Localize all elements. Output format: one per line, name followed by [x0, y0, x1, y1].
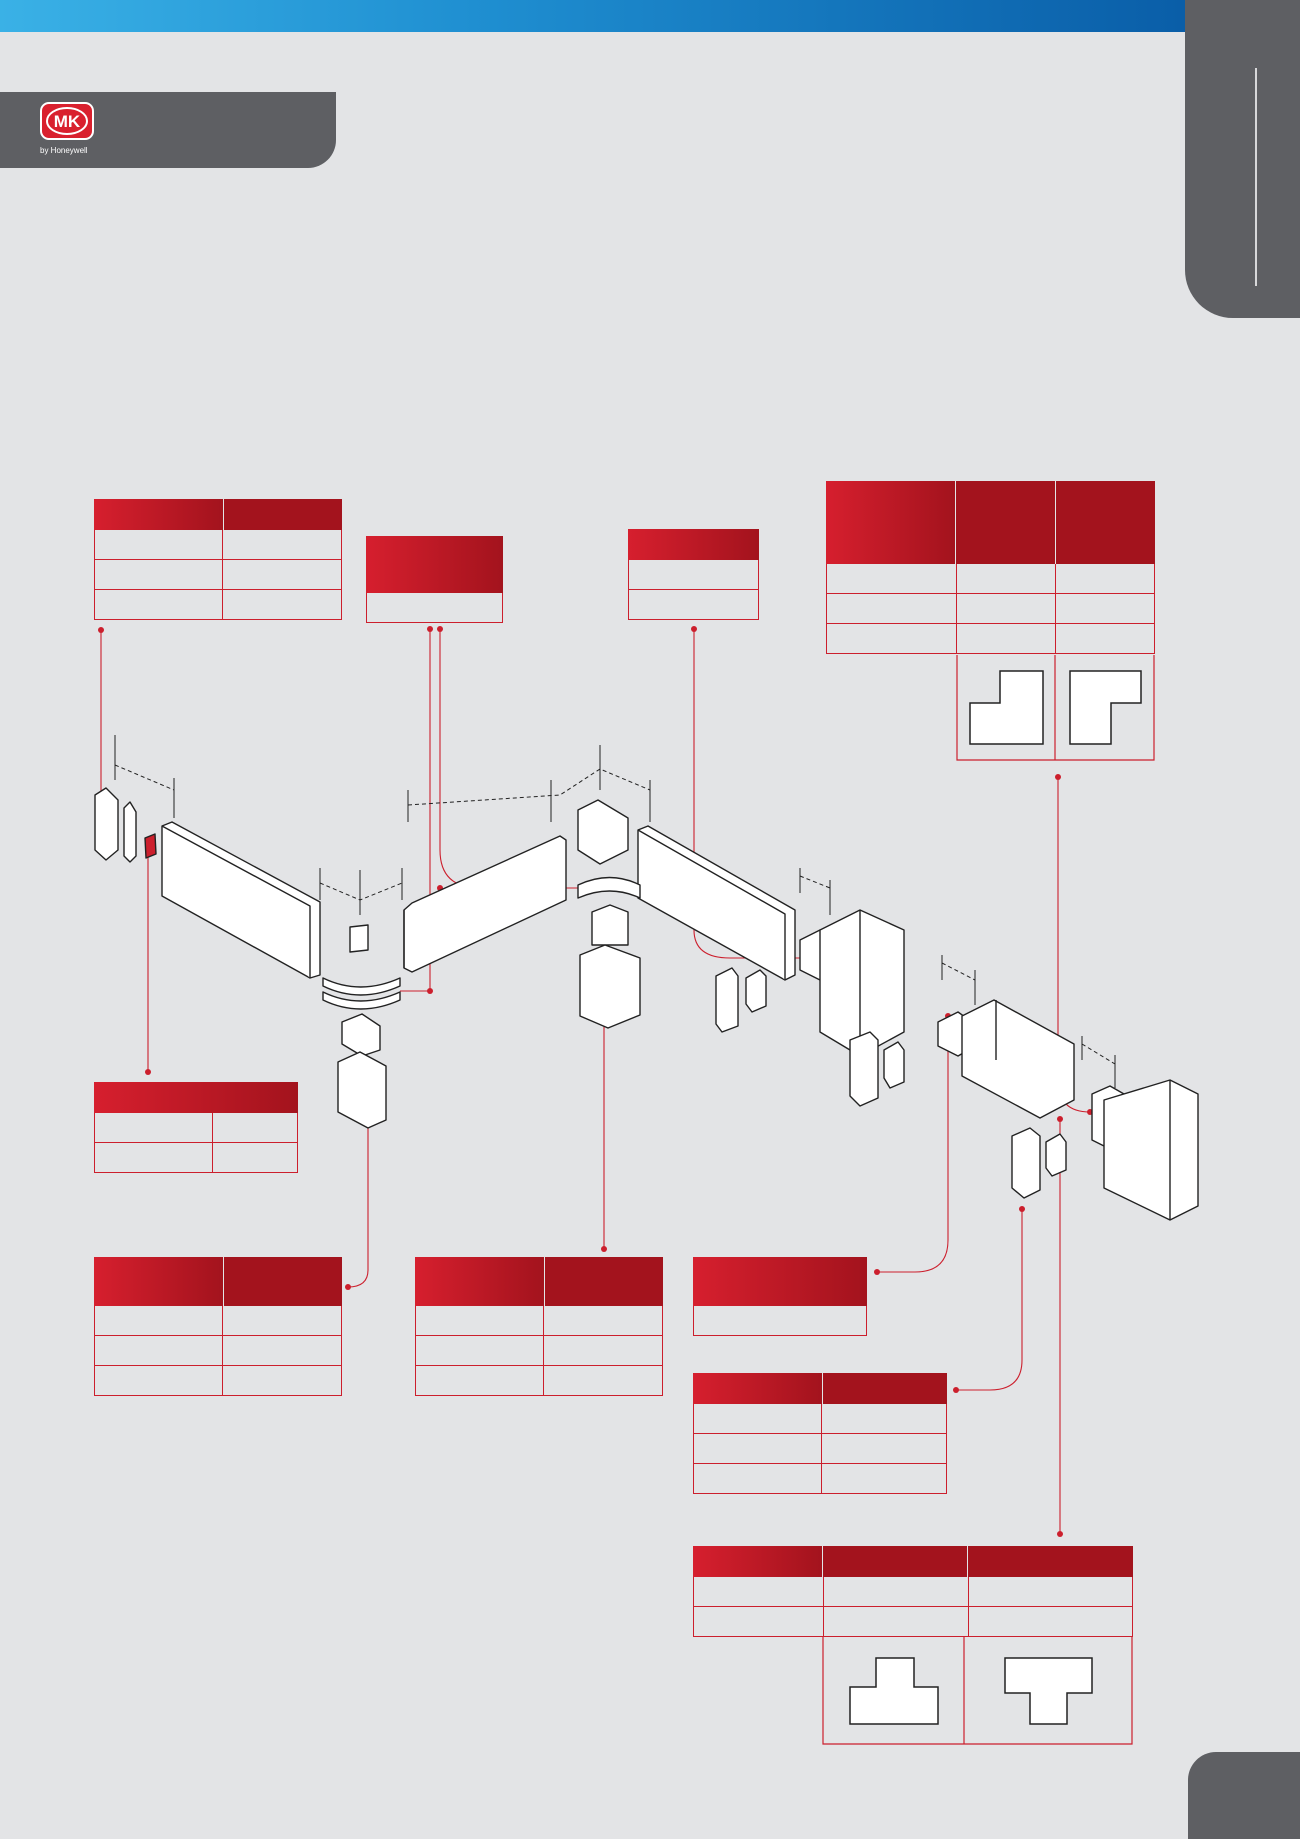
end-stop-clip-1	[745, 969, 767, 1013]
mk-logo-mark: MK	[46, 107, 88, 135]
brand-band: MK by Honeywell	[0, 92, 336, 168]
leader-dots	[98, 626, 1093, 1537]
dimension-ticks	[114, 735, 1116, 1088]
tab-divider	[1255, 68, 1257, 286]
tee-shape-icon	[1004, 1657, 1093, 1725]
bend-inner	[577, 876, 641, 899]
end-cap-insert	[144, 833, 157, 859]
shape-boxes	[822, 655, 1155, 1745]
end-stop-clip-3	[1045, 1133, 1067, 1177]
end-cap-clip	[123, 801, 137, 863]
bend-part-1	[322, 991, 401, 1010]
table-end-cap	[94, 499, 342, 620]
trunking-length-middle	[403, 835, 567, 973]
table-trunking	[628, 529, 759, 620]
external-corner-part	[337, 1051, 387, 1129]
table-coupler	[94, 1082, 298, 1173]
flat-tee-part	[819, 909, 905, 1057]
internal-corner-part	[579, 944, 641, 1029]
tee-part	[961, 999, 1075, 1119]
side-section-tab	[1185, 0, 1300, 318]
angle-part	[1103, 1079, 1199, 1221]
end-stop-part-1	[715, 967, 739, 1033]
trunking-length-right-edge	[637, 829, 786, 980]
top-color-bar	[0, 0, 1185, 32]
table-internal-corner	[415, 1257, 663, 1396]
mk-logo-text: MK	[54, 112, 81, 131]
table-external-corner	[94, 1257, 342, 1396]
end-stop-clip-2	[883, 1041, 905, 1089]
flat-tee-shape-icon	[849, 1657, 939, 1725]
end-cap-part	[94, 787, 119, 861]
table-bend	[366, 536, 503, 623]
internal-corner-top	[577, 799, 629, 865]
table-end-stop	[693, 1373, 947, 1494]
bend-part-2	[322, 977, 401, 996]
tee-shape-box	[822, 1637, 1133, 1745]
internal-corner-insert	[591, 904, 629, 946]
page-number-tab	[1188, 1752, 1300, 1839]
trunking-length-left-edge	[161, 825, 311, 978]
leader-lines	[100, 629, 1120, 1534]
trunking-parts	[94, 787, 1199, 1221]
logo-subtitle: by Honeywell	[40, 146, 88, 155]
coupler-part	[349, 924, 369, 953]
shape-icons	[849, 670, 1142, 1725]
table-tee	[693, 1546, 1133, 1637]
internal-corner-shape-icon	[1069, 670, 1142, 745]
table-fixing	[693, 1257, 867, 1336]
external-corner-shape-icon	[969, 670, 1044, 745]
mk-logo: MK	[40, 102, 94, 140]
end-stop-part-2	[849, 1031, 879, 1107]
end-stop-part-3	[1011, 1127, 1041, 1199]
table-angle	[826, 481, 1155, 654]
external-corner-top	[341, 1013, 381, 1057]
